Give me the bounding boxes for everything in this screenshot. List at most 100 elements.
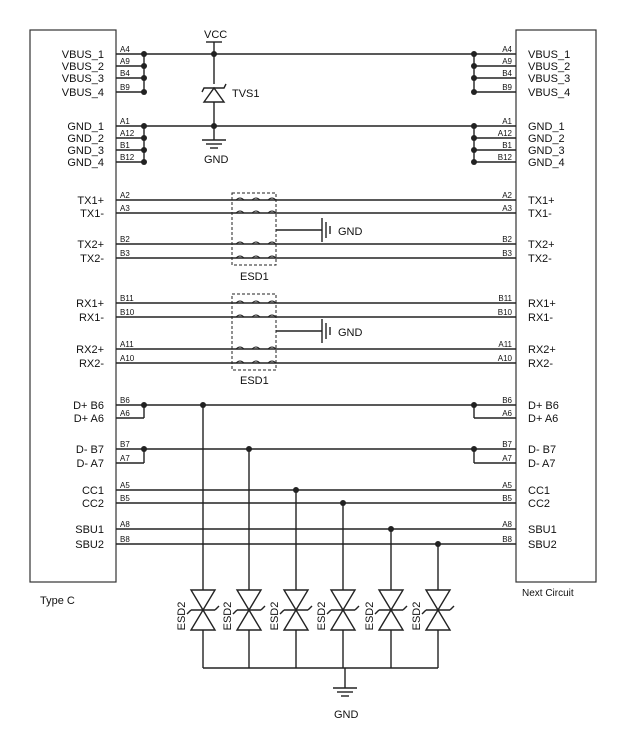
esd1-tx-gnd-label: GND	[338, 226, 363, 238]
left-pin-rx-1: B10	[120, 308, 135, 317]
esd1-rx-label: ESD1	[240, 375, 269, 387]
right-signal-dminus-1: D- A7	[528, 458, 556, 470]
vbus-left-dot-1	[141, 63, 147, 69]
esd2-label-1: ESD2	[222, 602, 234, 631]
nets	[116, 51, 516, 668]
left-pin-gnd-1: A12	[120, 129, 135, 138]
left-signal-gnd-1: GND_2	[67, 133, 104, 145]
gnd-right-dot-2	[471, 147, 477, 153]
gnd-top-label: GND	[204, 154, 229, 166]
right-signal-tx-3: TX2-	[528, 253, 552, 265]
vbus-right-dot-1	[471, 63, 477, 69]
esd2-label-2: ESD2	[269, 602, 281, 631]
right-pin-sbu-1: B8	[502, 535, 512, 544]
left-pin-dminus-0: B7	[120, 440, 130, 449]
esd2-diode-4: ESD2	[364, 589, 408, 631]
vcc-label: VCC	[204, 29, 227, 41]
left-signal-dplus-0: D+ B6	[73, 400, 104, 412]
right-pin-gnd-0: A1	[502, 117, 512, 126]
right-pin-vbus-3: B9	[502, 83, 512, 92]
left-signal-dminus-1: D- A7	[76, 458, 104, 470]
gnd-bottom-label: GND	[334, 709, 359, 721]
left-signal-sbu-0: SBU1	[75, 524, 104, 536]
left-signal-vbus-3: VBUS_4	[62, 87, 104, 99]
right-signal-gnd-3: GND_4	[528, 157, 565, 169]
right-signal-rx-1: RX1-	[528, 312, 553, 324]
left-signal-rx-2: RX2+	[76, 344, 104, 356]
left-signal-sbu-1: SBU2	[75, 539, 104, 551]
left-pin-tx-1: A3	[120, 204, 130, 213]
esd1-element-0-0	[235, 197, 277, 201]
next-circuit-label: Next Circuit	[522, 588, 574, 599]
right-pin-vbus-2: B4	[502, 69, 512, 78]
left-signal-vbus-0: VBUS_1	[62, 49, 104, 61]
esd1-element-1-2	[235, 346, 277, 350]
type-c-connector-box	[29, 29, 117, 583]
right-pin-dminus-1: A7	[502, 454, 512, 463]
left-pin-vbus-0: A4	[120, 45, 130, 54]
left-pin-tx-3: B3	[120, 249, 130, 258]
tvs1-diode	[201, 41, 227, 149]
right-signal-tx-2: TX2+	[528, 239, 555, 251]
right-pin-gnd-2: B1	[502, 141, 512, 150]
esd1-element-0-3	[235, 255, 277, 259]
esd1-element-1-1	[235, 314, 277, 318]
left-signal-rx-3: RX2-	[79, 358, 104, 370]
gnd-right-dot-1	[471, 135, 477, 141]
left-pin-cc-1: B5	[120, 494, 130, 503]
right-pin-rx-3: A10	[498, 354, 513, 363]
esd1-rx-array	[231, 293, 331, 371]
right-signal-sbu-0: SBU1	[528, 524, 557, 536]
right-signal-vbus-1: VBUS_2	[528, 61, 570, 73]
right-pin-tx-3: B3	[502, 249, 512, 258]
esd1-rx-gnd-label: GND	[338, 327, 363, 339]
dplus-right-dot	[471, 402, 477, 408]
right-signal-gnd-1: GND_2	[528, 133, 565, 145]
right-pin-gnd-3: B12	[498, 153, 513, 162]
right-pin-rx-1: B10	[498, 308, 513, 317]
right-signal-tx-1: TX1-	[528, 208, 552, 220]
right-pin-cc-1: B5	[502, 494, 512, 503]
right-pin-tx-1: A3	[502, 204, 512, 213]
right-signal-tx-0: TX1+	[528, 195, 555, 207]
right-signal-rx-2: RX2+	[528, 344, 556, 356]
esd1-tx-label: ESD1	[240, 271, 269, 283]
left-pin-gnd-0: A1	[120, 117, 130, 126]
left-signal-dplus-1: D+ A6	[74, 413, 104, 425]
left-pin-sbu-0: A8	[120, 520, 130, 529]
right-signal-cc-0: CC1	[528, 485, 550, 497]
left-pin-cc-0: A5	[120, 481, 130, 490]
right-pin-dplus-0: B6	[502, 396, 512, 405]
left-pin-rx-3: A10	[120, 354, 135, 363]
left-pin-dplus-0: B6	[120, 396, 130, 405]
left-signal-tx-1: TX1-	[80, 208, 104, 220]
right-pin-tx-0: A2	[502, 191, 512, 200]
right-signal-vbus-2: VBUS_3	[528, 73, 570, 85]
right-pin-cc-0: A5	[502, 481, 512, 490]
esd2-diode-0: ESD2	[176, 589, 220, 631]
right-pin-vbus-1: A9	[502, 57, 512, 66]
left-signal-gnd-3: GND_4	[67, 157, 104, 169]
left-signal-tx-2: TX2+	[77, 239, 104, 251]
next-circuit-box	[515, 29, 597, 583]
left-pin-rx-2: A11	[120, 340, 134, 349]
right-pin-gnd-1: A12	[498, 129, 513, 138]
right-signal-vbus-3: VBUS_4	[528, 87, 570, 99]
left-pin-rx-0: B11	[120, 294, 134, 303]
right-signal-gnd-2: GND_3	[528, 145, 565, 157]
left-signal-cc-1: CC2	[82, 498, 104, 510]
gnd-left-dot-2	[141, 147, 147, 153]
left-pin-sbu-1: B8	[120, 535, 130, 544]
left-signal-vbus-1: VBUS_2	[62, 61, 104, 73]
right-pin-dplus-1: A6	[502, 409, 512, 418]
esd2-label-0: ESD2	[176, 602, 188, 631]
left-pin-dplus-1: A6	[120, 409, 130, 418]
left-pin-gnd-3: B12	[120, 153, 135, 162]
right-pin-rx-0: B11	[498, 294, 512, 303]
esd2-diode-5: ESD2	[411, 589, 455, 631]
dminus-left-dot	[141, 446, 147, 452]
esd2-diode-1: ESD2	[222, 589, 266, 631]
gnd-left-dot-1	[141, 135, 147, 141]
right-pin-tx-2: B2	[502, 235, 512, 244]
left-pin-tx-2: B2	[120, 235, 130, 244]
